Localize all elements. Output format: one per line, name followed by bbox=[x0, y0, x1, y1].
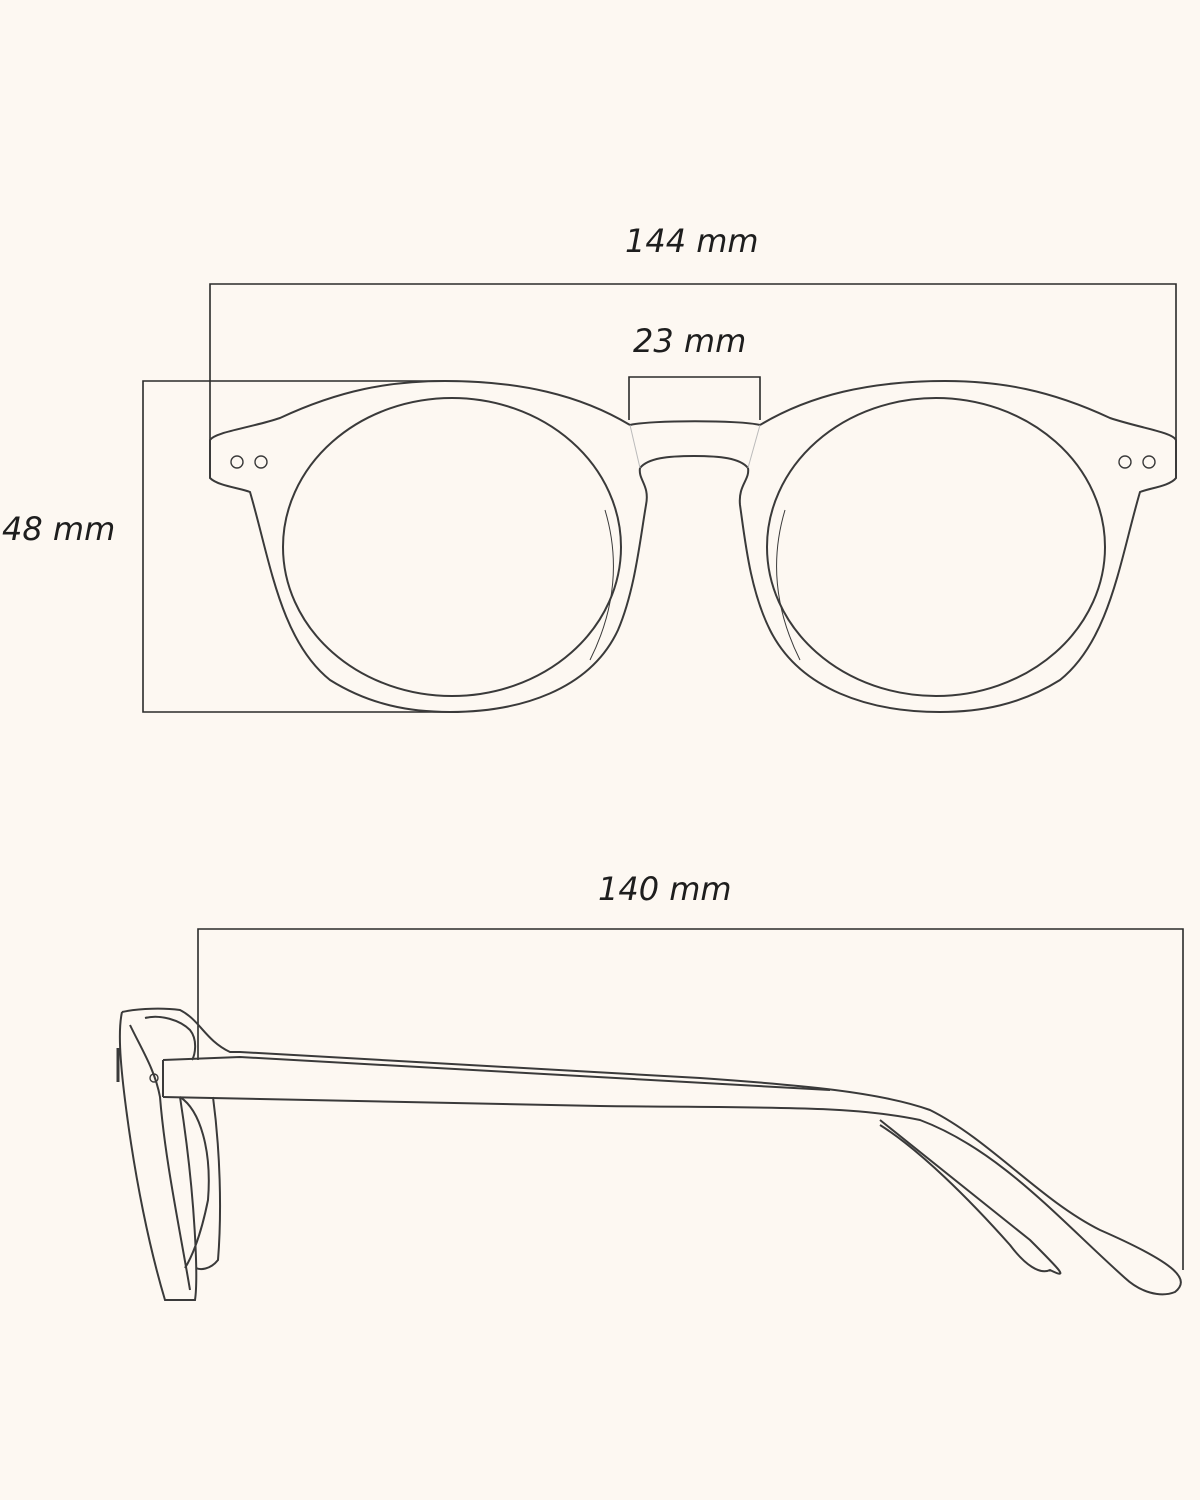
front-frame bbox=[209, 379, 1177, 714]
lens-height-dimension-line bbox=[142, 380, 450, 713]
bridge-width-label: 23 mm bbox=[633, 322, 747, 360]
temple-length-dimension-line bbox=[197, 928, 1184, 1270]
total-width-dimension-line bbox=[209, 283, 1177, 440]
side-frame bbox=[116, 1007, 1182, 1301]
temple-length-label: 140 mm bbox=[598, 870, 732, 908]
lens-height-label: 48 mm bbox=[2, 510, 116, 548]
total-width-label: 144 mm bbox=[625, 222, 759, 260]
bridge-width-dimension-line bbox=[628, 376, 761, 420]
